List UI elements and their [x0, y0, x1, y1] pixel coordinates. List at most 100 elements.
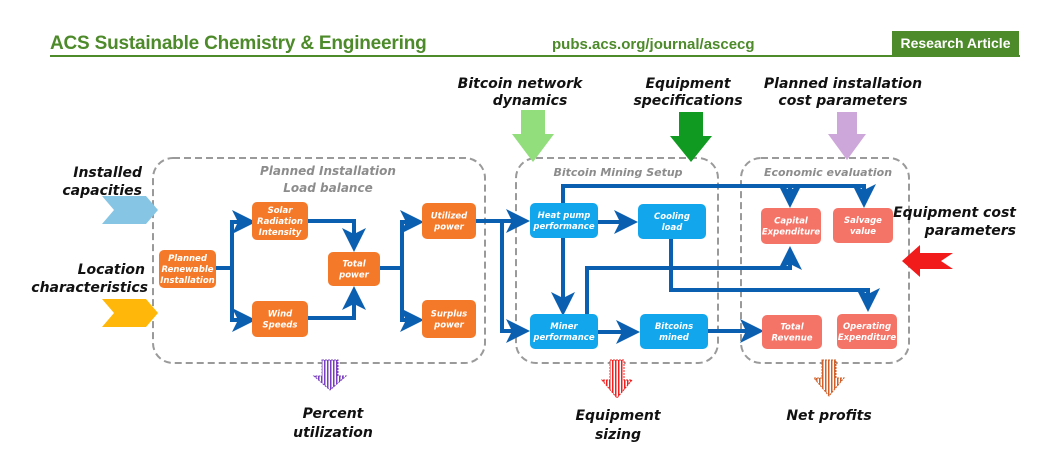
node-box — [761, 208, 821, 244]
output-arrow-percent-utilization — [312, 359, 348, 391]
node-label: Planned — [168, 254, 208, 264]
group-planned-installation — [152, 157, 486, 364]
node-box — [833, 208, 893, 243]
input-arrow-equipment-cost — [902, 245, 953, 277]
node-box — [762, 315, 822, 349]
node-box — [638, 204, 706, 239]
label-percent-utilization-2: utilization — [293, 425, 373, 441]
node-label: Radiation — [257, 217, 303, 227]
node-label: Expenditure — [762, 228, 820, 238]
node-label: Surplus — [431, 310, 467, 320]
flow-cooling-to-opex — [669, 238, 880, 312]
flow-miner-to-capex — [585, 246, 802, 314]
flow-to-wind — [230, 268, 256, 332]
node-label: Intensity — [259, 228, 302, 238]
flow-wind-to-total — [308, 286, 366, 320]
group-bitcoin-mining — [515, 157, 719, 364]
node-label: Utilized — [431, 212, 468, 222]
node-label: performance — [532, 333, 594, 343]
label-installation-cost-1: Planned installation — [764, 76, 922, 92]
header-rule — [50, 55, 1020, 57]
node-label: Capital — [774, 217, 809, 227]
flow-heatpump-to-economic — [561, 184, 790, 205]
node-label: performance — [532, 222, 594, 232]
label-equipment-specs-2: specifications — [633, 93, 742, 109]
label-installed-capacities-2: capacities — [62, 183, 142, 199]
node-label: mined — [659, 333, 690, 343]
label-equipment-specs-1: Equipment — [645, 76, 731, 92]
node-box — [640, 314, 708, 349]
label-bitcoin-network-2: dynamics — [493, 93, 568, 109]
input-arrow-location — [102, 299, 158, 327]
flow-to-utilized — [400, 210, 424, 268]
node-label: Salvage — [844, 216, 882, 226]
journal-url[interactable]: pubs.acs.org/journal/ascecg — [552, 36, 755, 53]
flow-to-salvage — [790, 184, 876, 208]
journal-title: ACS Sustainable Chemistry & Engineering — [50, 33, 427, 54]
node-box — [252, 202, 308, 240]
input-arrow-bitcoin-network — [512, 110, 554, 162]
node-label: Miner — [550, 322, 578, 332]
label-equipment-cost-2: parameters — [924, 223, 1016, 239]
group-mining-title: Bitcoin Mining Setup — [553, 166, 682, 179]
node-box — [530, 203, 598, 238]
node-label: value — [850, 227, 876, 237]
node-label: Installation — [160, 276, 215, 286]
node-box — [422, 203, 476, 239]
node-label: power — [338, 271, 370, 281]
node-label: power — [433, 223, 465, 233]
node-box — [159, 250, 216, 288]
label-net-profits: Net profits — [786, 408, 871, 424]
node-box — [422, 300, 476, 338]
output-arrow-equipment-sizing — [600, 359, 634, 399]
group-planned-title-2: Load balance — [283, 181, 372, 195]
node-label: load — [662, 223, 683, 233]
group-economic-title: Economic evaluation — [764, 166, 892, 179]
article-type-badge: Research Article — [892, 31, 1019, 55]
node-box — [530, 314, 598, 349]
node-box — [328, 252, 380, 286]
node-label: power — [433, 321, 465, 331]
label-bitcoin-network-1: Bitcoin network — [458, 76, 584, 92]
node-label: Bitcoins — [655, 322, 693, 332]
node-label: Operating — [843, 322, 891, 332]
node-box — [252, 301, 308, 337]
input-arrow-equipment-specs — [670, 112, 712, 162]
node-label: Solar — [268, 206, 294, 216]
node-label: Renewable — [161, 265, 213, 275]
node-label: Speeds — [263, 321, 298, 331]
flow-to-surplus — [400, 268, 424, 332]
label-equipment-sizing-2: sizing — [595, 427, 641, 443]
node-box — [837, 314, 897, 349]
node-label: Revenue — [771, 334, 812, 344]
input-arrow-installation-cost — [828, 112, 866, 160]
flow-to-solar — [230, 210, 256, 268]
node-label: Total — [342, 260, 366, 270]
node-label: Heat pump — [538, 211, 591, 221]
label-installed-capacities-1: Installed — [73, 165, 143, 181]
node-label: Expenditure — [838, 333, 896, 343]
label-percent-utilization-1: Percent — [303, 406, 365, 422]
label-equipment-cost-1: Equipment cost — [893, 205, 1017, 221]
label-location-1: Location — [78, 262, 145, 278]
flow-solar-to-total — [308, 219, 366, 252]
input-arrow-installed-capacities — [102, 196, 158, 224]
label-equipment-sizing-1: Equipment — [575, 408, 661, 424]
node-label: Cooling — [654, 212, 690, 222]
output-arrow-net-profits — [812, 359, 846, 397]
node-label: Total — [780, 323, 804, 333]
